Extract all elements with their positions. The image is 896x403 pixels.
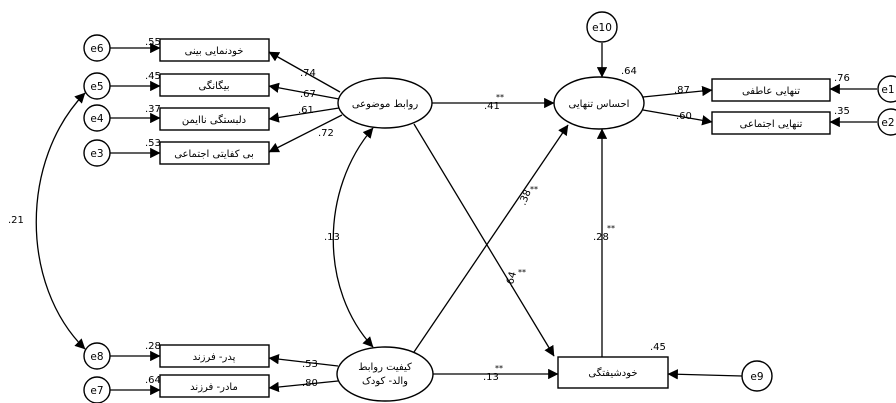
loading-social: .72 (318, 128, 334, 139)
error-e1-label: e1 (881, 84, 894, 96)
r2-e7: .64 (145, 375, 161, 386)
path-or-narc-label: .64 (504, 271, 519, 289)
loading-social-lonely: .60 (676, 111, 692, 122)
covariance-or-pc (332, 127, 374, 348)
error-e6: e6 (83, 34, 111, 62)
path-pc-narc-label: .13 (483, 372, 499, 383)
path-or-lonely-label: .41 (484, 101, 500, 112)
box-emotional-loneliness: تنهایی عاطفی (711, 78, 831, 102)
error-e3-label: e3 (90, 148, 103, 160)
error-e7-label: e7 (90, 385, 103, 397)
loading-alienation: .67 (300, 89, 316, 100)
loading-arrow-alienation (268, 82, 340, 100)
box-alienation: بیگانگی (159, 73, 270, 97)
box-unhealthy-attachment: دلبستگی ناایمن (159, 107, 270, 131)
error-e1: e1 (877, 75, 896, 103)
latent-object-relations: روابط موضوعی (337, 77, 433, 129)
box-alienation-label: بیگانگی (198, 80, 229, 92)
error-e9: e9 (741, 360, 773, 392)
error-e3: e3 (83, 139, 111, 167)
box-mother-child-label: مادر- فرزند (190, 382, 238, 393)
r2-e8: .28 (145, 341, 161, 352)
r2-e1: .76 (834, 73, 850, 84)
r2-e2: .35 (834, 106, 850, 117)
box-emotional-loneliness-label: تنهایی عاطفی (742, 86, 800, 97)
box-social-inadequacy-label: بی کفایتی اجتماعی (174, 149, 254, 160)
error-e5-label: e5 (90, 81, 103, 93)
error-e2: e2 (877, 108, 896, 136)
error-e4: e4 (83, 104, 111, 132)
path-pc-to-loneliness (413, 124, 569, 353)
loading-attachment: .61 (298, 105, 314, 116)
r2-e6: .55 (145, 37, 161, 48)
box-self-disclosure-label: خودنمایی بینی (185, 46, 244, 57)
error-e8-label: e8 (90, 351, 103, 363)
box-narcissism-label: خودشیفتگی (588, 367, 637, 379)
box-social-inadequacy: بی کفایتی اجتماعی (159, 141, 270, 165)
r2-e5: .45 (145, 71, 161, 82)
path-pc-lonely-sig: ** (530, 185, 538, 194)
box-self-disclosure: خودنمایی بینی (159, 38, 270, 62)
error-e8: e8 (83, 342, 111, 370)
path-narc-lonely-label: .28 (593, 232, 609, 243)
box-mother-child: مادر- فرزند (159, 374, 270, 398)
loading-arrow-mother (268, 380, 339, 393)
loading-self: .74 (300, 68, 316, 79)
latent-parent-child-line2: والد- کودک (362, 376, 408, 387)
loading-emotional: .87 (674, 85, 690, 96)
path-or-narc-sig: ** (518, 268, 526, 277)
loading-arrow-attachment (268, 107, 340, 123)
loading-arrow-self (268, 51, 341, 93)
r2-narcissism: .45 (650, 342, 666, 353)
loading-father: .53 (302, 359, 318, 370)
latent-loneliness: احساس تنهایی (553, 76, 645, 130)
covariance-e5-e8 (35, 92, 86, 350)
covariance-e5-e8-label: .21 (8, 215, 24, 226)
error-e4-label: e4 (90, 113, 103, 125)
error-e9-label: e9 (750, 371, 763, 383)
path-or-lonely-sig: ** (496, 93, 504, 102)
r2-e4: .37 (145, 104, 161, 115)
box-narcissism: خودشیفتگی (557, 356, 669, 389)
box-father-child: پدر- فرزند (159, 344, 270, 368)
path-or-to-narcissism (413, 123, 555, 357)
error-e10-label: e10 (592, 22, 612, 34)
loading-arrow-emotional (642, 85, 713, 98)
error-e2-label: e2 (881, 117, 894, 129)
r2-e3: .53 (145, 138, 161, 149)
path-pc-narc-sig: ** (495, 364, 503, 373)
latent-loneliness-label: احساس تنهایی (569, 99, 630, 110)
loading-arrow-father (268, 353, 339, 367)
covariance-or-pc-label: .13 (324, 232, 340, 243)
error-e6-label: e6 (90, 43, 103, 55)
arrow-e9 (667, 369, 743, 380)
r2-loneliness: .64 (621, 66, 637, 77)
box-social-loneliness: تنهایی اجتماعی (711, 111, 831, 135)
path-narc-lonely-sig: ** (607, 224, 615, 233)
error-e10: e10 (586, 11, 618, 43)
box-unhealthy-attachment-label: دلبستگی ناایمن (182, 114, 246, 126)
box-father-child-label: پدر- فرزند (193, 352, 236, 363)
loading-arrow-social-lonely (642, 109, 713, 126)
error-e5: e5 (83, 72, 111, 100)
latent-parent-child-quality: کیفیت روابط والد- کودک (336, 346, 434, 402)
box-social-loneliness-label: تنهایی اجتماعی (740, 119, 803, 130)
latent-object-relations-label: روابط موضوعی (352, 99, 419, 110)
error-e7: e7 (83, 376, 111, 403)
loading-arrow-social (268, 114, 343, 153)
loading-mother: .80 (302, 378, 318, 389)
latent-parent-child-line1: کیفیت روابط (358, 362, 412, 373)
